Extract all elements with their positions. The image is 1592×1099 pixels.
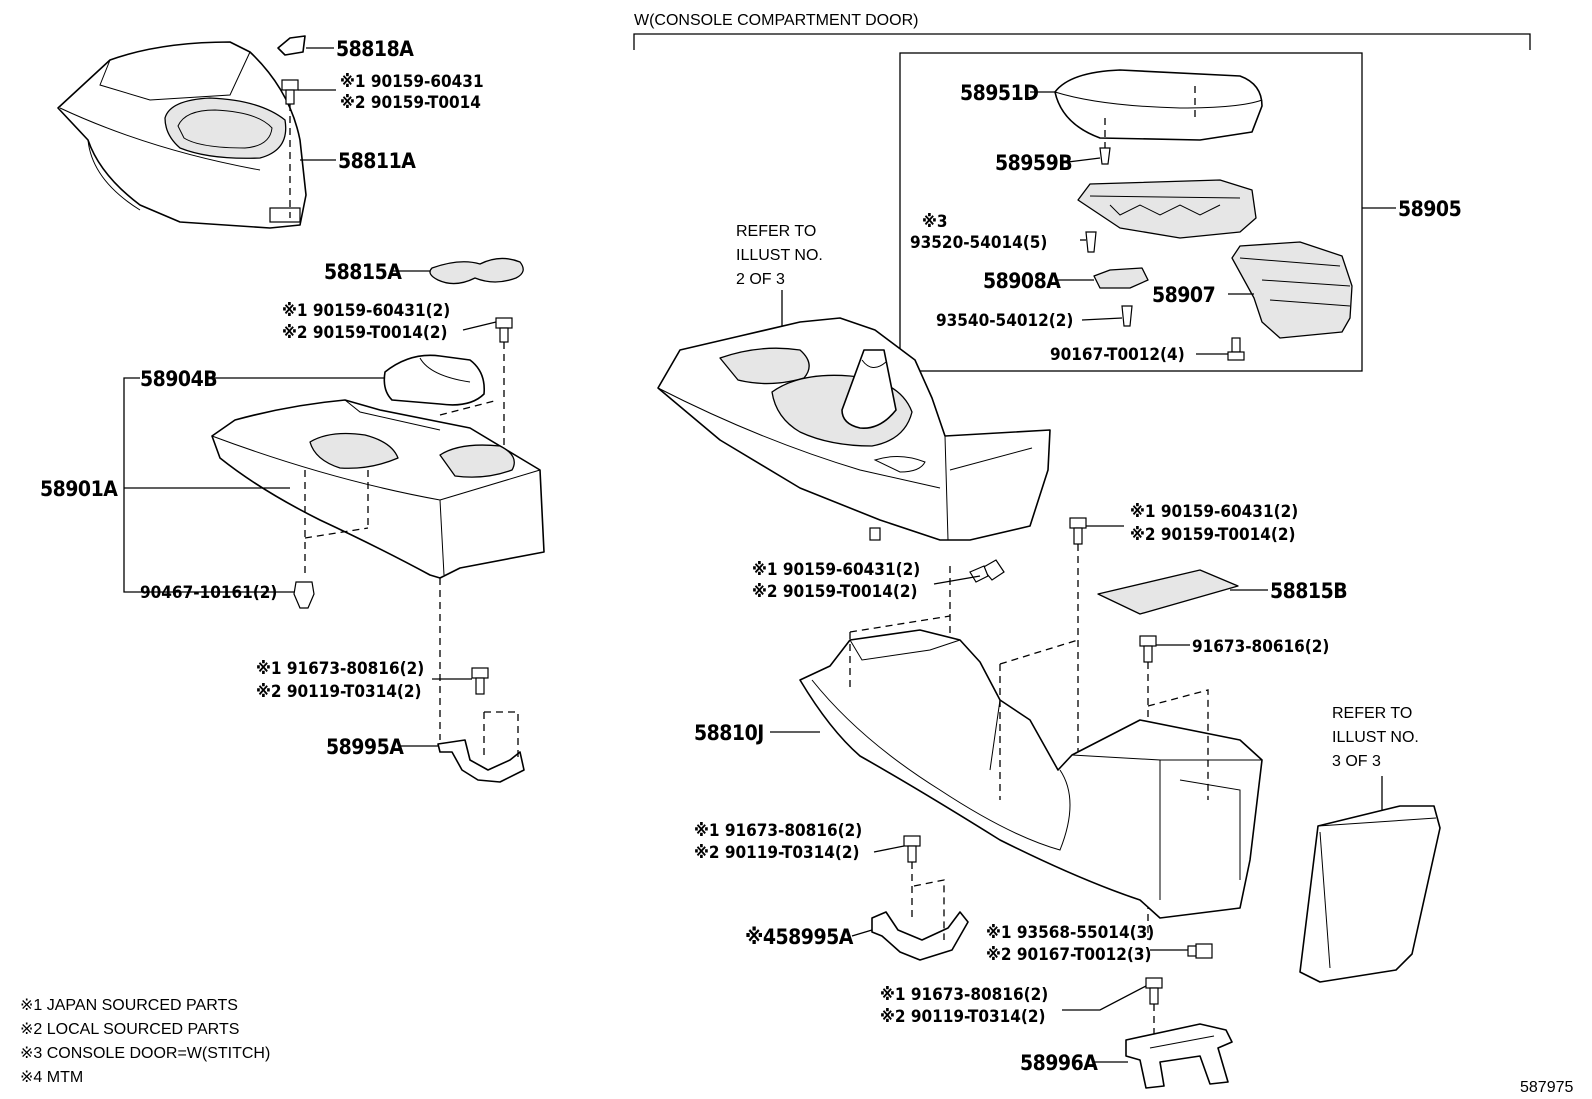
label-58815B: 58815B [1270, 579, 1347, 603]
label-58905: 58905 [1398, 197, 1461, 221]
ref-2of3-line3: 2 OF 3 [736, 271, 785, 288]
bolt-right-1: ※1 90159-60431(2) ※2 90159-T0014(2) [1069, 502, 1298, 760]
label-bolt-r1-2: ※2 90159-T0014(2) [1130, 525, 1296, 545]
label-58907: 58907 [1152, 283, 1215, 307]
part-58959B: 58959B [995, 147, 1111, 175]
part-58904B: 58904B [140, 354, 486, 406]
part-58951D: 58951D [960, 69, 1263, 152]
label-58951D: 58951D [960, 81, 1038, 105]
label-clip-90467: 90467-10161(2) [140, 583, 277, 603]
bolt-center-left: ※1 91673-80816(2) ※2 90119-T0314(2) [694, 821, 921, 920]
label-58904B: 58904B [140, 367, 217, 391]
part-58810J: 58810J [694, 615, 1263, 919]
label-screw-93540: 93540-54012(2) [936, 311, 1073, 331]
label-bolt-top-1: ※1 90159-60431 [340, 72, 484, 92]
label-bolt-mid-2: ※2 90159-T0014(2) [282, 323, 448, 343]
variant-bracket [633, 33, 1531, 50]
bolt-center: ※1 90159-60431(2) ※2 90159-T0014(2) [752, 559, 1005, 640]
legend-2: ※2 LOCAL SOURCED PARTS [20, 1021, 239, 1038]
bolt-bottom: ※1 91673-80816(2) ※2 90119-T0314(2) [880, 977, 1163, 1040]
part-58815B: 58815B [1097, 569, 1348, 615]
legend-3: ※3 CONSOLE DOOR=W(STITCH) [20, 1045, 270, 1062]
label-58818A: 58818A [336, 37, 414, 61]
label-58810J: 58810J [694, 721, 764, 745]
label-screw-3-mark: ※3 [922, 212, 948, 232]
part-side-panel [1299, 805, 1441, 983]
ref-2of3-line1: REFER TO [736, 223, 816, 240]
ref-3of3-line3: 3 OF 3 [1332, 753, 1381, 770]
variant-label: W(CONSOLE COMPARTMENT DOOR) [634, 12, 918, 29]
part-58908A: 58908A [983, 267, 1149, 293]
bolt-center-right: ※1 93568-55014(3) ※2 90167-T0012(3) [986, 923, 1213, 965]
ref-3of3-line2: ILLUST NO. [1332, 729, 1419, 746]
part-58901A [211, 399, 545, 740]
bolt-left-lower: ※1 91673-80816(2) ※2 90119-T0314(2) [256, 659, 489, 702]
part-58811A: 58811A [57, 41, 417, 229]
label-bolt-c-1: ※1 90159-60431(2) [752, 560, 920, 580]
label-58995A: 58995A [326, 735, 404, 759]
screw-93540: 93540-54012(2) [936, 305, 1133, 331]
group-bracket-58901A [123, 377, 140, 593]
label-bolt-90167-4: 90167-T0012(4) [1050, 345, 1185, 365]
part-upper-console [657, 317, 1051, 541]
label-bolt-r1-1: ※1 90159-60431(2) [1130, 502, 1298, 522]
label-bolt-top-2: ※2 90159-T0014 [340, 93, 481, 113]
ref-2of3-line2: ILLUST NO. [736, 247, 823, 264]
label-bolt-cr-2: ※2 90167-T0012(3) [986, 945, 1152, 965]
door-inset-box [899, 52, 1363, 372]
label-bolt-cr-1: ※1 93568-55014(3) [986, 923, 1154, 943]
part-58907: 58907 [1152, 241, 1353, 339]
clip-90467: 90467-10161(2) [140, 581, 315, 609]
label-58959B: 58959B [995, 151, 1072, 175]
part-58818A: 58818A [277, 35, 415, 61]
label-bolt-l-1: ※1 91673-80816(2) [256, 659, 424, 679]
label-58811A: 58811A [338, 149, 416, 173]
label-58901A: 58901A [40, 477, 118, 501]
ref-3of3-line1: REFER TO [1332, 705, 1412, 722]
legend-1: ※1 JAPAN SOURCED PARTS [20, 997, 238, 1014]
label-bolt-l-2: ※2 90119-T0314(2) [256, 682, 422, 702]
label-bolt-c-2: ※2 90159-T0014(2) [752, 582, 918, 602]
label-bolt-cl-2: ※2 90119-T0314(2) [694, 843, 860, 863]
label-bolt-91673-806: 91673-80616(2) [1192, 637, 1329, 657]
label-58908A: 58908A [983, 269, 1061, 293]
label-bolt-cl-1: ※1 91673-80816(2) [694, 821, 862, 841]
legend: ※1 JAPAN SOURCED PARTS ※2 LOCAL SOURCED … [20, 997, 270, 1086]
part-58815A: 58815A [324, 257, 524, 285]
ref-2of3: REFER TO ILLUST NO. 2 OF 3 [736, 223, 823, 326]
legend-4: ※4 MTM [20, 1069, 83, 1086]
bolt-90167-4: 90167-T0012(4) [1050, 337, 1245, 365]
part-58995A-mtm: ※458995A [745, 879, 969, 961]
label-58815A: 58815A [324, 260, 402, 284]
label-bolt-mid-1: ※1 90159-60431(2) [282, 301, 450, 321]
label-bolt-b-1: ※1 91673-80816(2) [880, 985, 1048, 1005]
bolt-top: ※1 90159-60431 ※2 90159-T0014 [281, 72, 484, 218]
part-lid-inner [1077, 179, 1257, 239]
bolt-mid: ※1 90159-60431(2) ※2 90159-T0014(2) [282, 301, 513, 470]
label-screw-93520: 93520-54014(5) [910, 233, 1047, 253]
part-58995A: 58995A [326, 711, 525, 783]
screw-93520: ※3 93520-54014(5) [910, 212, 1097, 253]
figure-id: 587975 [1520, 1079, 1573, 1096]
label-bolt-b-2: ※2 90119-T0314(2) [880, 1007, 1046, 1027]
ref-3of3: REFER TO ILLUST NO. 3 OF 3 [1332, 705, 1419, 820]
label-58995A-mtm: ※458995A [745, 925, 854, 949]
part-58996A: 58996A [1020, 1023, 1233, 1089]
label-58996A: 58996A [1020, 1051, 1098, 1075]
